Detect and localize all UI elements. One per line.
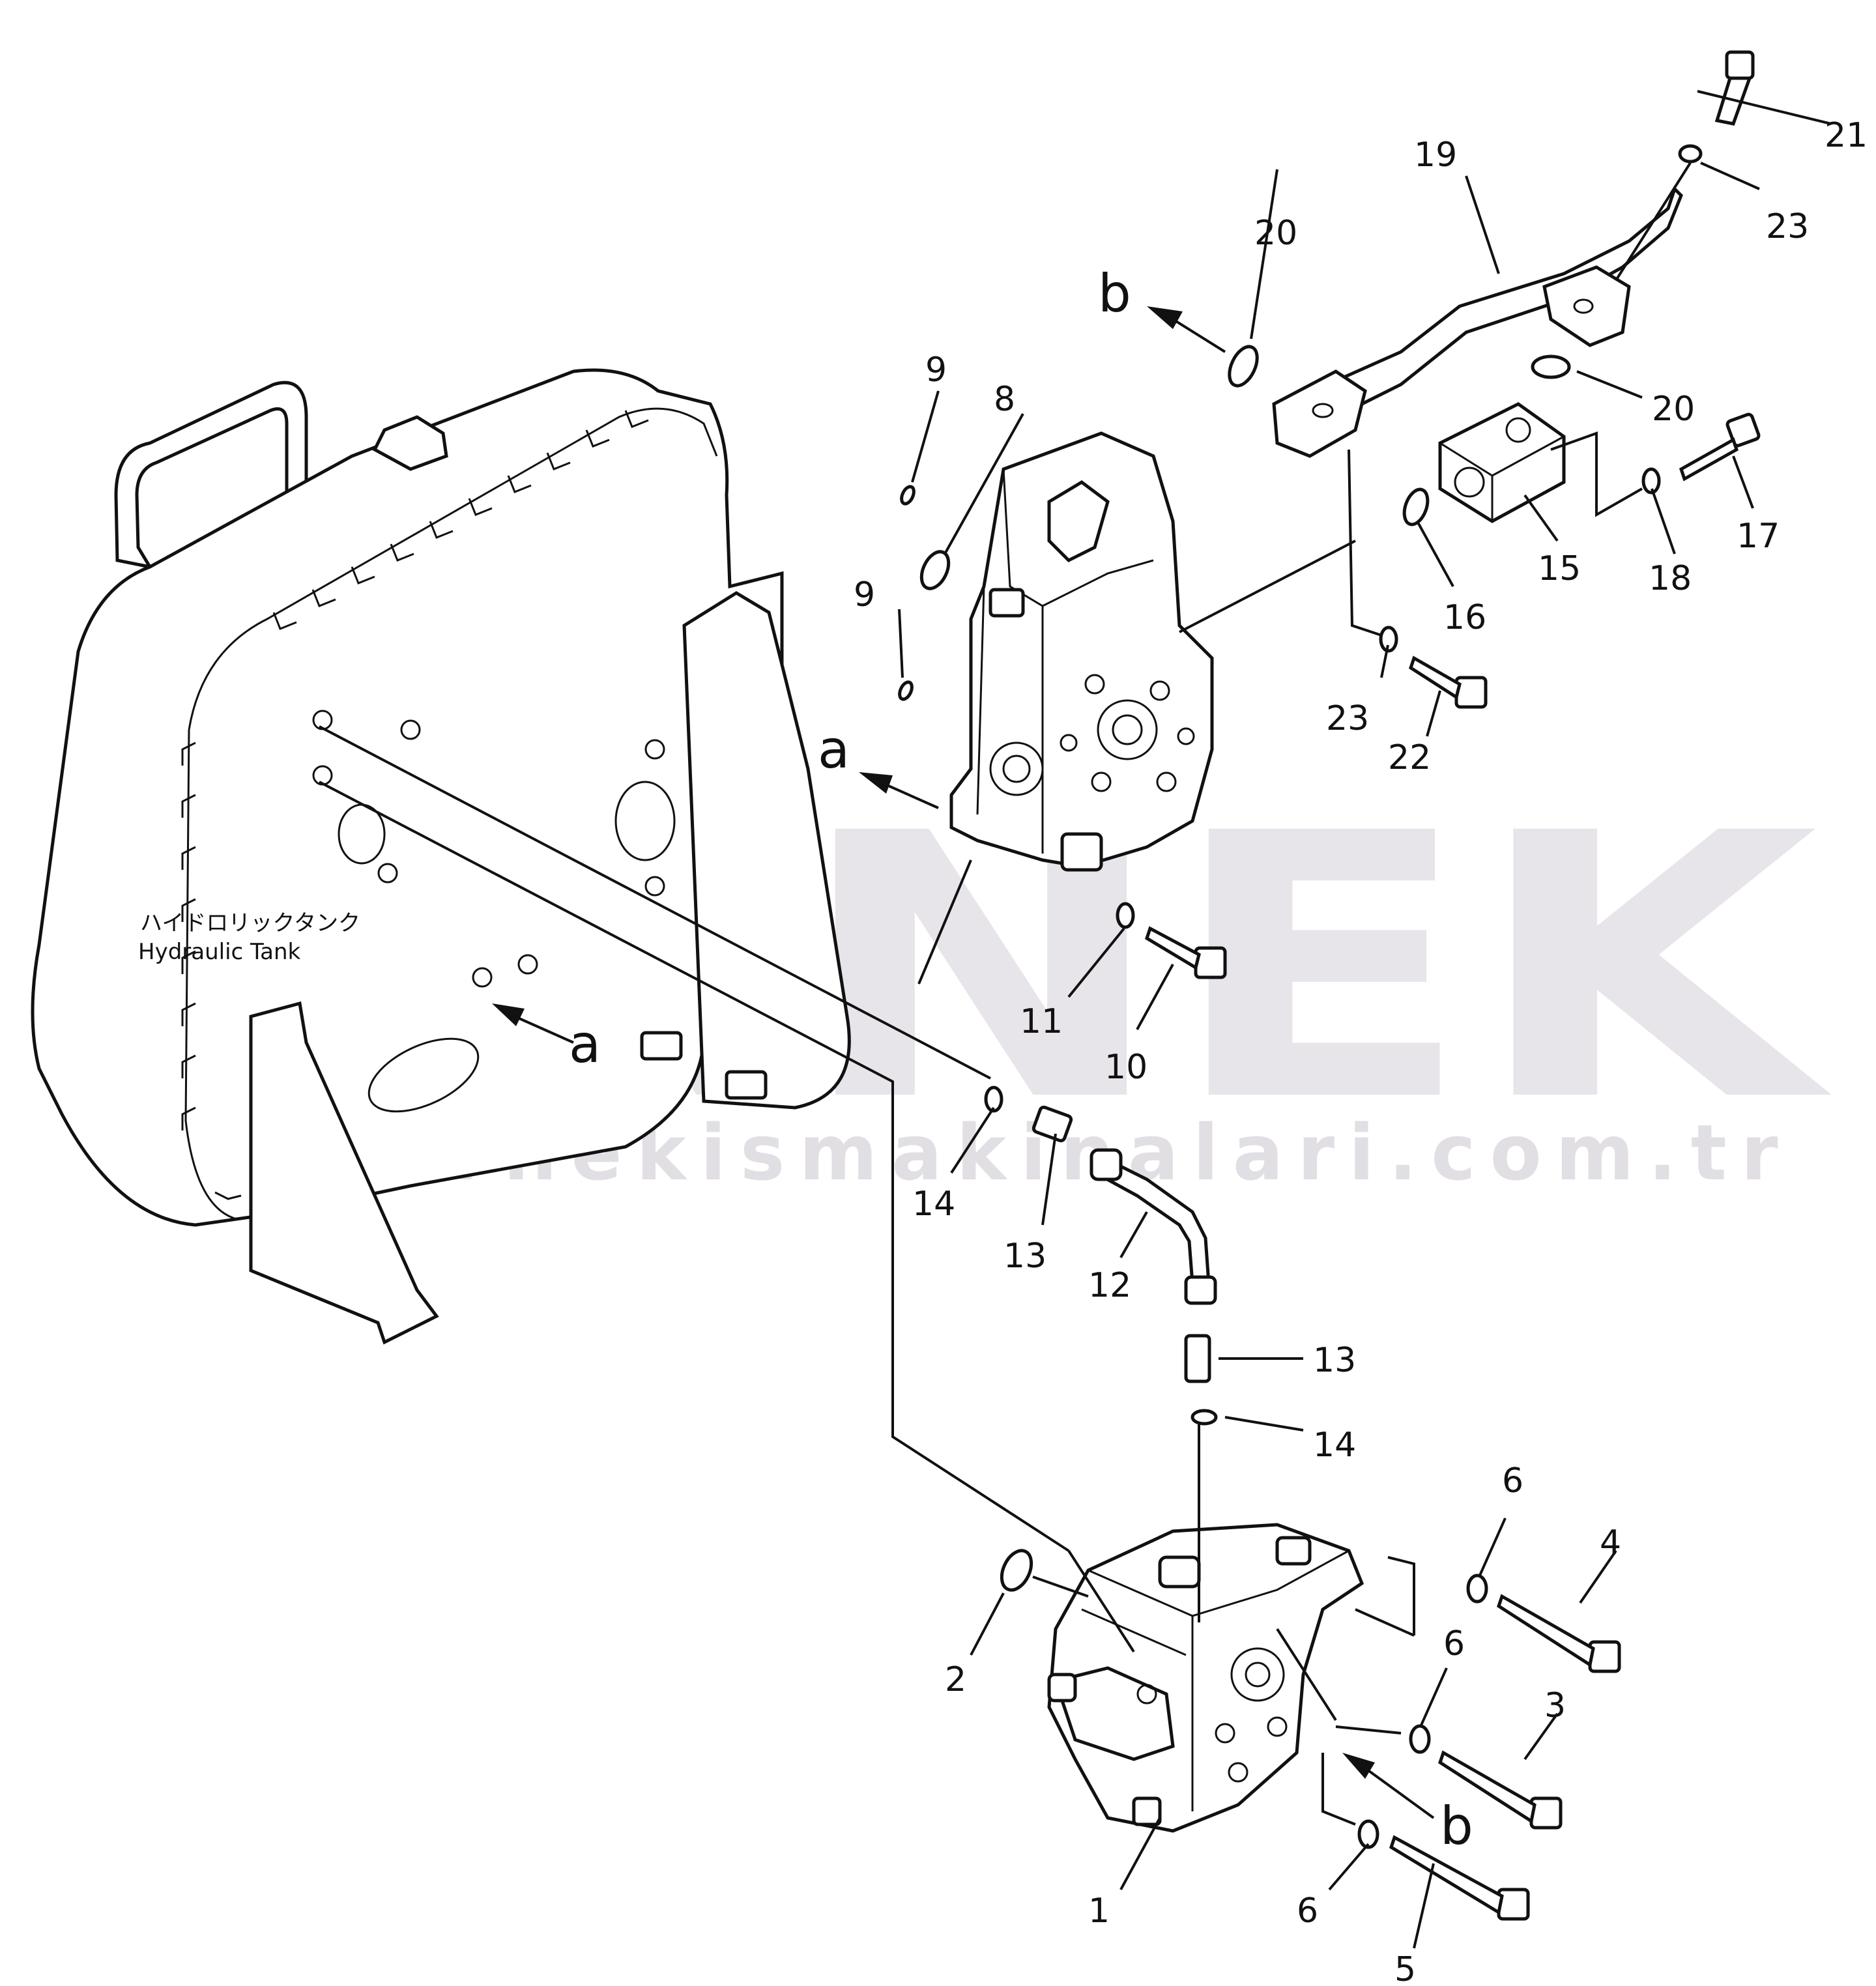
callout-3: 3: [1544, 1686, 1566, 1725]
callout-6-mid: 6: [1443, 1624, 1465, 1663]
flow-letter-b-top: b: [1098, 263, 1131, 324]
callout-13-lower: 13: [1313, 1341, 1356, 1380]
callout-12: 12: [1088, 1266, 1131, 1305]
callout-9-mid: 9: [854, 575, 875, 614]
callout-9-top: 9: [925, 351, 947, 390]
arrow-b-lower-head: [1342, 1753, 1375, 1779]
callout-19: 19: [1414, 136, 1457, 175]
callout-4: 4: [1600, 1523, 1621, 1562]
flow-letter-a-tank: a: [569, 1014, 601, 1074]
tank-label-en: Hydraulic Tank: [138, 939, 301, 965]
callout-10: 10: [1104, 1048, 1147, 1087]
flow-letter-b-lower: b: [1440, 1796, 1473, 1856]
tank-label-jp: ハイドロリックタンク: [140, 910, 360, 936]
callout-23-top: 23: [1766, 207, 1809, 246]
callout-6-bottom: 6: [1297, 1892, 1318, 1931]
flange-block-15: [1438, 402, 1566, 523]
callout-17: 17: [1737, 517, 1780, 556]
callout-20-top: 20: [1254, 214, 1297, 253]
callout-14-upper: 14: [912, 1185, 955, 1224]
callout-21: 21: [1825, 116, 1868, 155]
callout-15: 15: [1538, 549, 1581, 588]
callout-14-lower: 14: [1313, 1426, 1356, 1465]
fasteners: [898, 50, 1761, 1921]
callout-16: 16: [1443, 598, 1486, 637]
callout-2: 2: [945, 1660, 966, 1699]
leader-lines: [319, 90, 1832, 1949]
flow-arrow-heads: [492, 306, 1375, 1779]
hydraulic-tank: ハイドロリックタンク Hydraulic Tank: [31, 368, 851, 1345]
callout-11: 11: [1020, 1002, 1063, 1041]
callout-23-mid: 23: [1326, 699, 1369, 738]
callout-20-right: 20: [1652, 390, 1695, 429]
lower-valve-assembly: [1047, 1523, 1364, 1833]
callout-18: 18: [1649, 559, 1692, 598]
callout-13-upper: 13: [1003, 1237, 1046, 1276]
tube-19: [1272, 186, 1683, 458]
callout-1: 1: [1088, 1892, 1110, 1931]
callout-22: 22: [1388, 738, 1431, 777]
callout-8: 8: [994, 380, 1015, 419]
callout-5: 5: [1394, 1950, 1416, 1986]
flow-letter-a-valve: a: [818, 719, 850, 780]
arrow-a-valve-head: [859, 772, 893, 794]
upper-control-valve: [949, 431, 1214, 872]
callout-labels: 21 19 23 20 20 9 8 17 15 18 9 16 23 22 1…: [854, 116, 1868, 1986]
arrow-a-tank-head: [492, 1003, 525, 1026]
arrow-b-top-head: [1147, 306, 1183, 329]
callout-6-top: 6: [1502, 1461, 1523, 1501]
